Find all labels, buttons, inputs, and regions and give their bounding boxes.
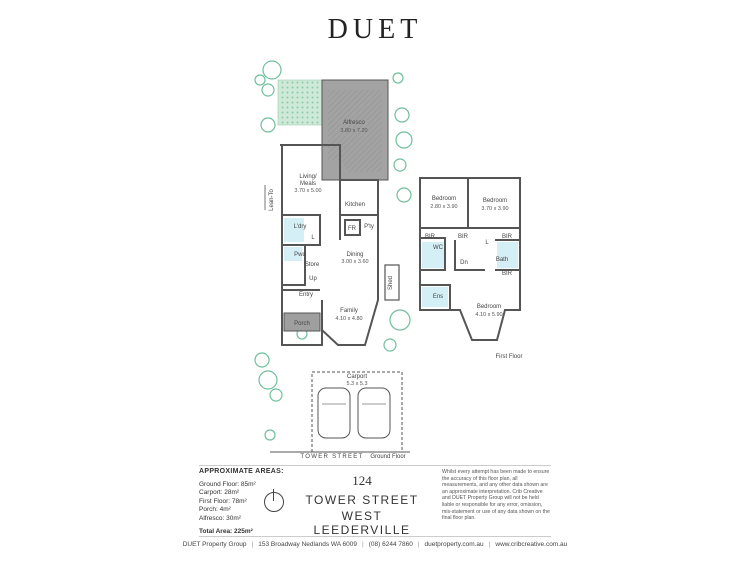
- ground-floor-label: Ground Floor: [370, 454, 405, 460]
- porch: [283, 312, 321, 332]
- room-leanto-name: Lean-To: [269, 188, 275, 210]
- address-number: 124: [352, 473, 372, 488]
- room-bed2-name: Bedroom: [483, 198, 507, 204]
- room-fr-name: FR: [348, 226, 357, 232]
- room-alfresco-name: Alfresco: [343, 120, 365, 126]
- room-bir4-name: BIR: [502, 271, 513, 277]
- room-pwd-name: Pwd: [294, 252, 306, 258]
- carport: [311, 371, 403, 453]
- footer-address: 153 Broadway Nedlands WA 6009: [258, 541, 358, 548]
- first-floor-label: First Floor: [496, 354, 523, 360]
- address-street: TOWER STREET: [305, 493, 419, 507]
- footer-company: DUET Property Group: [182, 541, 247, 548]
- room-wc-name: WC: [433, 245, 444, 251]
- room-bed3-dim: 4.10 x 5.90: [475, 312, 502, 318]
- room-dining-dim: 3.00 x 3.60: [341, 259, 368, 265]
- room-bed1-name: Bedroom: [432, 196, 456, 202]
- room-bed2-dim: 3.70 x 3.90: [481, 206, 508, 212]
- area-item: Ground Floor: 85m²: [199, 480, 256, 488]
- area-item: Alfresco: 30m²: [199, 514, 241, 522]
- north-compass-icon: [264, 489, 284, 512]
- address-suburb: WEST LEEDERVILLE: [313, 509, 411, 537]
- area-item: Carport: 28m²: [199, 489, 240, 497]
- area-item: First Floor: 78m²: [199, 497, 247, 505]
- disclaimer: Whilst every attempt has been made to en…: [442, 469, 550, 522]
- divider-bottom: [199, 536, 551, 537]
- room-dn-name: Dn: [460, 260, 468, 266]
- room-family-name: Family: [340, 308, 358, 314]
- room-bed3-name: Bedroom: [477, 304, 501, 310]
- room-living-name2: Meals: [300, 181, 316, 187]
- first-floor-walls: [419, 177, 521, 341]
- room-carport-dim: 5.3 x 5.3: [346, 381, 367, 387]
- room-ens-name: Ens: [433, 294, 443, 300]
- approximate-areas: APPROXIMATE AREAS: Ground Floor: 85m² Ca…: [199, 468, 284, 536]
- divider-top: [199, 465, 551, 466]
- ground-floor-walls: [280, 144, 379, 346]
- room-kitchen-name: Kitchen: [345, 202, 365, 208]
- room-family-dim: 4.10 x 4.80: [335, 316, 362, 322]
- footer: DUET Property Group|153 Broadway Nedland…: [182, 541, 568, 548]
- room-bath-name: Bath: [496, 257, 508, 263]
- area-item: Porch: 4m²: [199, 506, 231, 514]
- areas-heading: APPROXIMATE AREAS:: [199, 468, 284, 475]
- room-l-name: L: [311, 235, 315, 241]
- room-store-name: Store: [305, 262, 320, 268]
- room-bir1-name: BIR: [425, 234, 436, 240]
- footer-web-crib[interactable]: www.cribcreative.com.au: [495, 541, 568, 548]
- property-address: 124 TOWER STREET WEST LEEDERVILLE: [265, 473, 425, 537]
- room-ldry-name: L'dry: [294, 224, 307, 230]
- room-pty-name: P'ty: [364, 224, 374, 230]
- car-icon: [317, 387, 351, 439]
- room-carport-name: Carport: [347, 374, 367, 380]
- room-porch-name: Porch: [294, 321, 310, 327]
- room-living-dim: 3.70 x 5.00: [294, 188, 321, 194]
- car-icon: [357, 387, 391, 439]
- room-l2-name: L: [485, 240, 489, 246]
- area-total: Total Area: 225m²: [199, 527, 253, 535]
- footer-web-duet[interactable]: duetproperty.com.au: [424, 541, 484, 548]
- room-bir3-name: BIR: [502, 234, 513, 240]
- room-dining-name: Dining: [346, 252, 363, 258]
- room-entry-name: Entry: [299, 292, 313, 298]
- tree-icon: [254, 60, 413, 441]
- floor-plan: Alfresco 3.80 x 7.20 Living/ Meals 3.70 …: [254, 60, 523, 460]
- room-alfresco-dim: 3.80 x 7.20: [340, 128, 367, 134]
- room-shed-name: Shed: [388, 276, 394, 290]
- room-bed1-dim: 2.80 x 3.90: [430, 204, 457, 210]
- duet-logo: DUET: [327, 14, 423, 45]
- shed: [384, 264, 400, 301]
- room-bir2-name: BIR: [458, 234, 469, 240]
- street-label: TOWER STREET: [300, 454, 363, 460]
- footer-phone: (08) 6244 7860: [368, 541, 413, 548]
- lawn: [277, 79, 323, 126]
- room-living-name: Living/: [299, 174, 317, 180]
- room-up-name: Up: [309, 276, 317, 282]
